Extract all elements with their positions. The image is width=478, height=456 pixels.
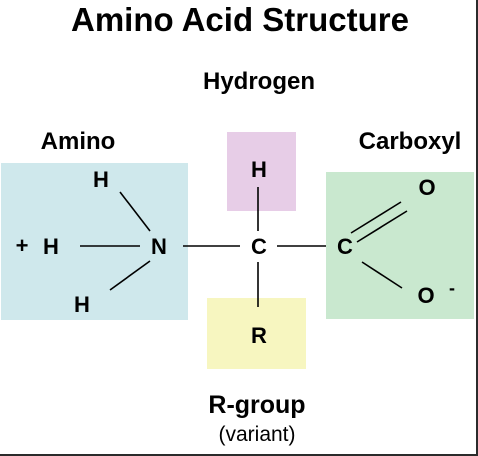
atom-h-top: H [251, 157, 267, 182]
bond-c-o-single [361, 261, 403, 289]
hydrogen-label: Hydrogen [203, 68, 315, 95]
hydrogen-group-box [227, 132, 296, 211]
bond-n-h-top [119, 191, 151, 232]
r-group-label: R-group [208, 391, 305, 419]
bond-n-h-bottom [109, 260, 151, 291]
bond-c-o-double-1 [350, 201, 402, 234]
atom-r: R [251, 323, 267, 348]
atom-h-amino-bottom: H [74, 292, 90, 317]
atom-h-amino-top: H [93, 167, 109, 192]
carboxyl-group-box [326, 172, 474, 319]
atom-h-amino-left: H [43, 234, 59, 259]
atom-carboxyl-carbon: C [337, 234, 353, 259]
atom-oxygen-bottom: O [417, 283, 434, 308]
minus-sign: - [449, 278, 455, 298]
variant-label: (variant) [218, 423, 295, 446]
diagram-title: Amino Acid Structure [71, 1, 409, 38]
amino-label: Amino [41, 128, 116, 155]
amino-group-box [1, 163, 188, 320]
atom-alpha-carbon: C [251, 234, 267, 259]
plus-sign: + [16, 233, 29, 258]
bond-c-o-double-2 [356, 210, 408, 243]
atom-oxygen-top: O [418, 175, 435, 200]
atom-nitrogen: N [151, 234, 167, 259]
carboxyl-label: Carboxyl [359, 128, 462, 155]
bonds [80, 187, 408, 307]
r-group-box [207, 298, 306, 369]
